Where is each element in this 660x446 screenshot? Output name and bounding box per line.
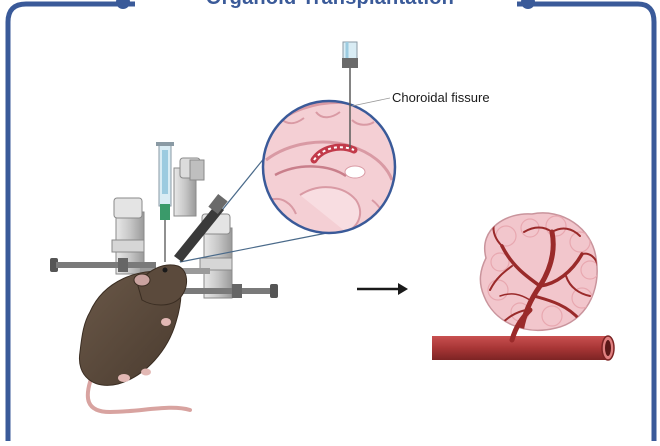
figure-title: Organoid Transplantation [0,0,660,10]
frame-border [5,0,657,441]
stereotaxic-frame-icon [50,157,278,299]
blood-vessel-icon [432,335,615,361]
annotation-leader-line [351,97,391,107]
annotation-choroidal-fissure: Choroidal fissure [392,90,490,105]
syringe-icon [156,142,174,262]
injection-arm-icon [174,194,228,262]
mouse-icon [78,264,192,415]
injection-needle-icon [342,41,358,148]
vascularized-organoid-icon [479,212,598,343]
brain-section-icon [261,99,397,235]
arrow-right-icon [357,283,408,295]
